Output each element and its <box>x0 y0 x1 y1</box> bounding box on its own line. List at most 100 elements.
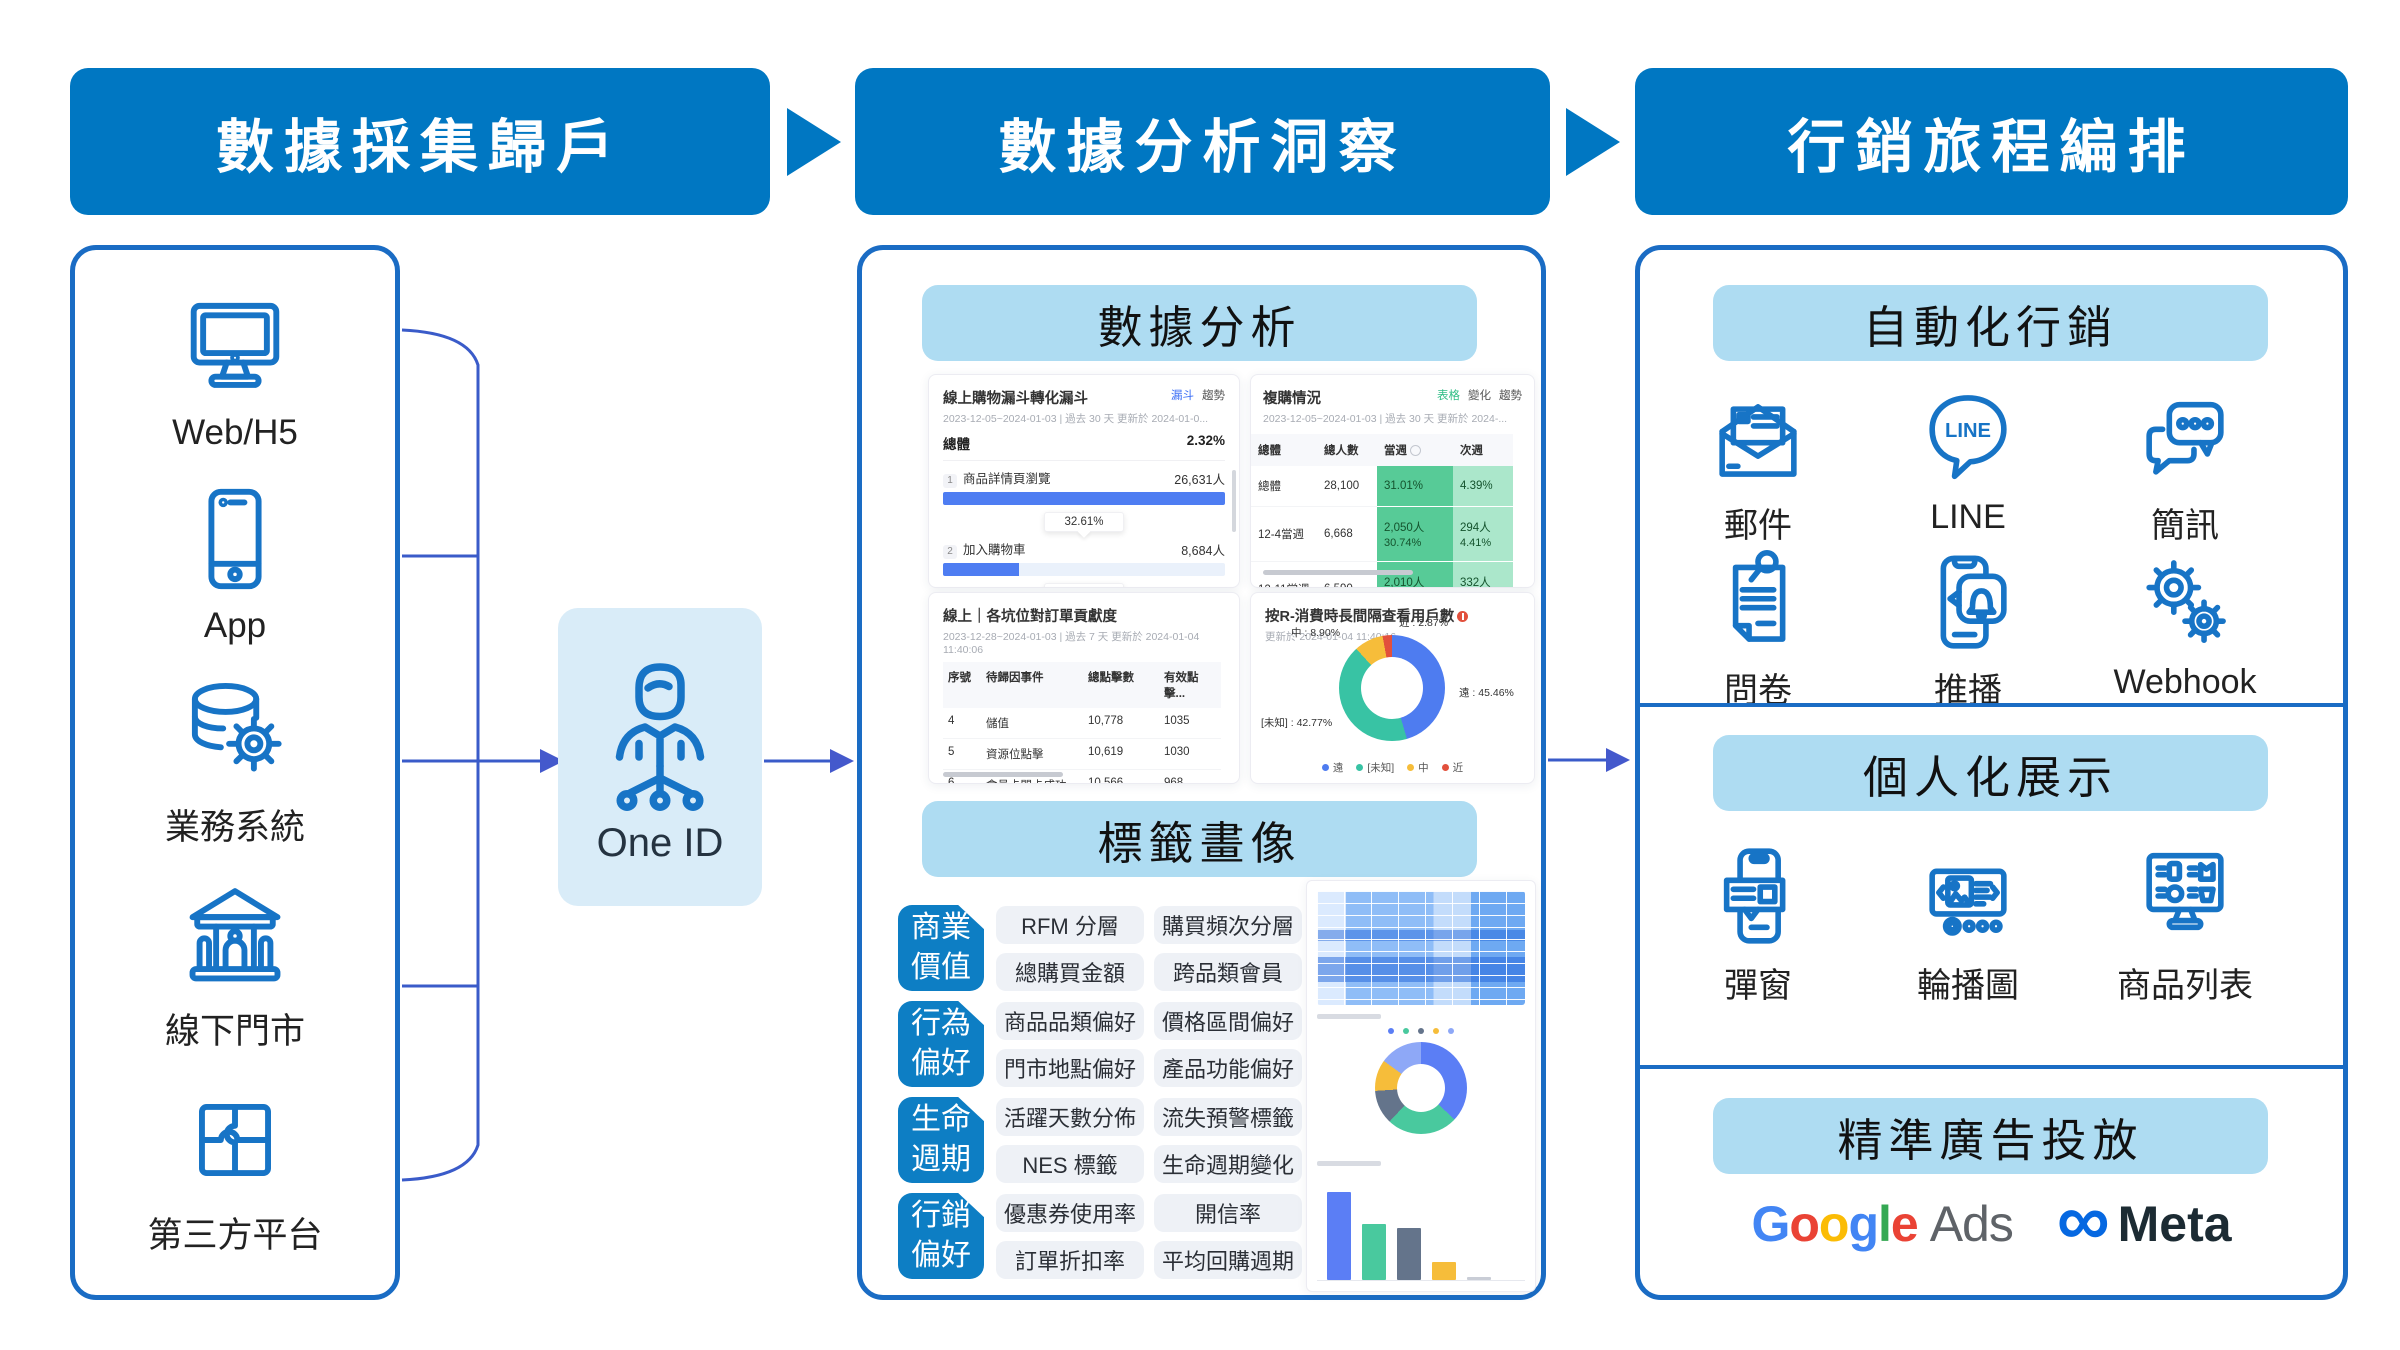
meta-logo: ∞ Meta <box>2056 1178 2232 1261</box>
google-ads-logo: G o o g l e Ads <box>1751 1196 2013 1252</box>
table-cell: 10,619 <box>1083 739 1159 770</box>
table-cell: 2,010人30.50% <box>1377 562 1453 587</box>
stage-label: 行銷旅程編排 <box>1787 114 2196 180</box>
funnel-bar-track <box>943 563 1225 576</box>
channel-webhook: Webhook <box>2095 545 2275 702</box>
display-label: 彈窗 <box>1724 967 1792 1005</box>
source-item-web: Web/H5 <box>172 287 298 453</box>
thumbnail-caption-placeholder <box>1317 1160 1381 1166</box>
legend-dot <box>1321 764 1329 771</box>
scrollbar[interactable] <box>1232 470 1236 532</box>
thumbnail-caption-placeholder <box>1317 1014 1381 1019</box>
table-cell: 4 <box>943 708 981 739</box>
tag-pill: 產品功能偏好 <box>1154 1049 1302 1087</box>
tag-pill: 平均回購週期 <box>1154 1241 1302 1279</box>
step-index: 1 <box>943 474 957 488</box>
analysis-panel: 數據分析 線上購物漏斗轉化漏斗 漏斗 趨勢 2023-12-05~2024-01… <box>857 245 1546 1300</box>
smartphone-icon <box>208 488 262 590</box>
channel-sms: 簡訊 <box>2095 380 2275 547</box>
display-label: 商品列表 <box>2117 967 2253 1005</box>
section-header-label: 精準廣告投放 <box>1837 1114 2144 1166</box>
section-header-label: 自動化行銷 <box>1862 301 2118 353</box>
stage-header-journey: 行銷旅程編排 <box>1635 68 2348 215</box>
section-divider <box>1640 1065 2343 1069</box>
one-id-box: One ID <box>558 608 762 906</box>
push-notification-icon <box>1940 555 2007 649</box>
table-cell: 資源位點擊 <box>981 739 1083 770</box>
donut-callout: 中 : 8.90% <box>1291 627 1341 639</box>
funnel-bar <box>943 563 1020 576</box>
table-cell: 5 <box>943 739 981 770</box>
channel-email: 郵件 <box>1668 380 1848 547</box>
stage-label: 數據分析洞察 <box>998 114 1407 180</box>
tab-change: 變化 <box>1468 390 1491 402</box>
stage-arrow-icon <box>1566 108 1620 176</box>
repurchase-table-card: 複購情況 表格 變化 趨勢 2023-12-05~2024-01-03 | 過去… <box>1250 374 1535 588</box>
step-index: 2 <box>943 545 957 559</box>
tag-pill: 總購買金額 <box>996 953 1144 991</box>
card-title: 複購情況 <box>1263 391 1321 407</box>
automation-section-header: 自動化行銷 <box>1713 285 2268 361</box>
line-logo-text: LINE <box>1945 420 1991 442</box>
channel-label: Webhook <box>2113 663 2257 701</box>
channel-push: 推播 <box>1878 545 2058 712</box>
donut-callout: 近 : 2.87% <box>1399 617 1449 629</box>
ads-section-header: 精準廣告投放 <box>1713 1098 2268 1174</box>
display-popup: 彈窗 <box>1668 840 1848 1007</box>
tab-table: 表格 <box>1437 390 1460 402</box>
heatmap-thumbnail <box>1317 891 1525 1006</box>
mini-legend <box>1388 1027 1454 1034</box>
tag-pill: 優惠券使用率 <box>996 1194 1144 1232</box>
popup-icon <box>1723 848 1786 944</box>
column-header: 次週 <box>1453 434 1513 466</box>
tag-pill: 購買頻次分層 <box>1154 906 1302 944</box>
table-cell: 6,590 <box>1317 562 1377 587</box>
contribution-table-card: 線上｜各坑位對訂單貢獻度 2023-12-28~2024-01-03 | 過去 … <box>928 592 1240 784</box>
stage-label: 數據採集歸戶 <box>215 114 624 180</box>
legend-dot <box>1356 764 1364 771</box>
column-header: 序號 <box>943 662 981 708</box>
column-header: 當週 <box>1377 434 1453 466</box>
ad-platform-logos: G o o g l e Ads ∞ Meta <box>1640 1178 2343 1261</box>
legend-dot <box>1407 764 1415 771</box>
journey-panel: 自動化行銷 郵件 LINE LINE <box>1635 245 2348 1300</box>
source-item-third-party: 第三方平台 <box>147 1081 323 1258</box>
tag-category-lifecycle: 生命週期 <box>898 1097 984 1183</box>
step-label: 加入購物車 <box>963 543 1026 557</box>
conversion-badge: 32.61% <box>1044 512 1124 532</box>
funnel-total-label: 總體 <box>943 437 970 452</box>
person-network-icon <box>615 662 705 811</box>
alert-badge-icon <box>1457 611 1469 622</box>
channel-label: LINE <box>1930 498 2006 536</box>
tag-pill: 商品品類偏好 <box>996 1002 1144 1040</box>
scrollbar[interactable] <box>1263 570 1413 575</box>
source-label: 第三方平台 <box>147 1216 323 1255</box>
table-cell: 1030 <box>1159 739 1221 770</box>
product-list-icon <box>2146 852 2224 931</box>
scrollbar[interactable] <box>943 772 1063 777</box>
step-value: 26,631人 <box>1174 472 1225 487</box>
table-cell: 10,778 <box>1083 708 1159 739</box>
source-label: App <box>203 606 267 645</box>
sms-icon <box>2146 401 2224 475</box>
tag-pill: 門市地點偏好 <box>996 1049 1144 1087</box>
table-cell: 1035 <box>1159 708 1221 739</box>
column-header: 總人數 <box>1317 434 1377 466</box>
table-cell: 12-11當週 <box>1251 562 1317 587</box>
card-title: 線上購物漏斗轉化漏斗 <box>943 391 1088 407</box>
legend-dot <box>1441 764 1449 771</box>
analysis-section-header: 數據分析 <box>922 285 1477 361</box>
channel-label: 郵件 <box>1724 507 1792 545</box>
donut-callout: 遠 : 45.46% <box>1459 687 1514 699</box>
one-id-label: One ID <box>596 820 724 865</box>
tag-category-business-value: 商業價值 <box>898 905 984 991</box>
funnel-chart-card: 線上購物漏斗轉化漏斗 漏斗 趨勢 2023-12-05~2024-01-03 |… <box>928 374 1240 588</box>
data-sources-panel: Web/H5 App 業務系 <box>70 245 400 1300</box>
survey-icon <box>1732 550 1786 642</box>
source-item-offline-store: 線下門市 <box>165 877 305 1054</box>
section-header-label: 數據分析 <box>1097 301 1302 353</box>
bar-chart-thumbnail <box>1317 1175 1525 1281</box>
